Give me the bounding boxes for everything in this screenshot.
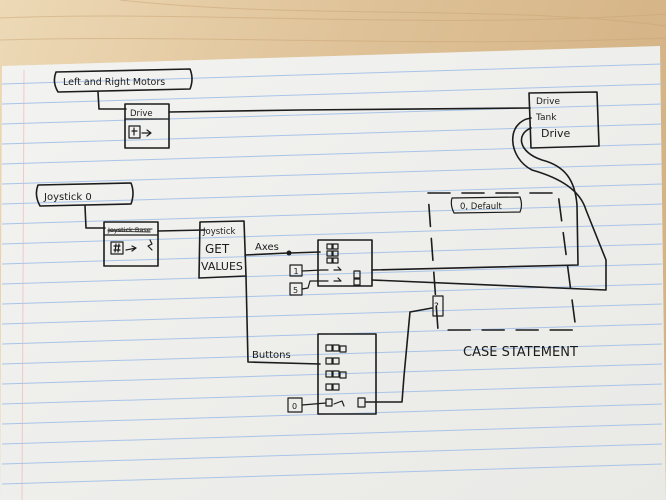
case-statement-label: CASE STATEMENT [463, 345, 578, 360]
wire-drive-to-tank [168, 107, 531, 113]
svg-text:0: 0 [292, 402, 297, 411]
joystick-label: Joystick 0 [43, 192, 92, 203]
svg-text:5: 5 [293, 286, 298, 295]
wire-joystick-to-base [84, 205, 106, 229]
wire-buttons-to-case [365, 307, 433, 403]
wire-zero [301, 402, 327, 406]
margin-line [21, 69, 25, 500]
wire-five [301, 280, 323, 290]
wire-axes [244, 252, 289, 256]
get-values-line1: Joystick [202, 227, 236, 237]
axes-index-block [317, 239, 373, 287]
case-selector-terminal: ? [434, 302, 439, 312]
joystick-constant: Joystick 0 [35, 182, 134, 207]
get-values-line3: VALUES [201, 260, 243, 273]
joystick-base-block: Joystick Base [103, 221, 159, 267]
wire-tank-loop-inner [371, 127, 579, 271]
axes-label: Axes [255, 242, 279, 253]
case-selector-label: 0, Default [460, 202, 503, 212]
case-structure: 0, Default ? CASE STATEMENT [427, 192, 578, 360]
axes-junction [286, 250, 292, 256]
wire-buttons [245, 275, 321, 365]
tank-drive-block: Drive Tank Drive [528, 91, 600, 149]
get-values-line2: GET [205, 242, 230, 256]
tank-drive-line1: Drive [536, 97, 560, 107]
wire-motors-to-drive [97, 91, 127, 110]
tank-drive-line2: Tank [535, 113, 557, 123]
buttons-label: Buttons [252, 350, 291, 361]
wood-grain [0, 0, 666, 43]
tank-drive-line3: Drive [541, 127, 571, 140]
svg-text:1: 1 [294, 267, 299, 276]
wire-tank-loop-outer [371, 117, 607, 291]
wire-one [301, 269, 323, 272]
drive-small-label: Drive [130, 109, 153, 119]
motors-constant: Left and Right Motors [53, 68, 193, 93]
buttons-index-block [317, 333, 377, 415]
wire-axes-to-index [289, 251, 321, 254]
drive-block: Drive [124, 103, 170, 149]
motors-label: Left and Right Motors [63, 77, 165, 88]
wire-base-to-getvalues [157, 229, 206, 232]
